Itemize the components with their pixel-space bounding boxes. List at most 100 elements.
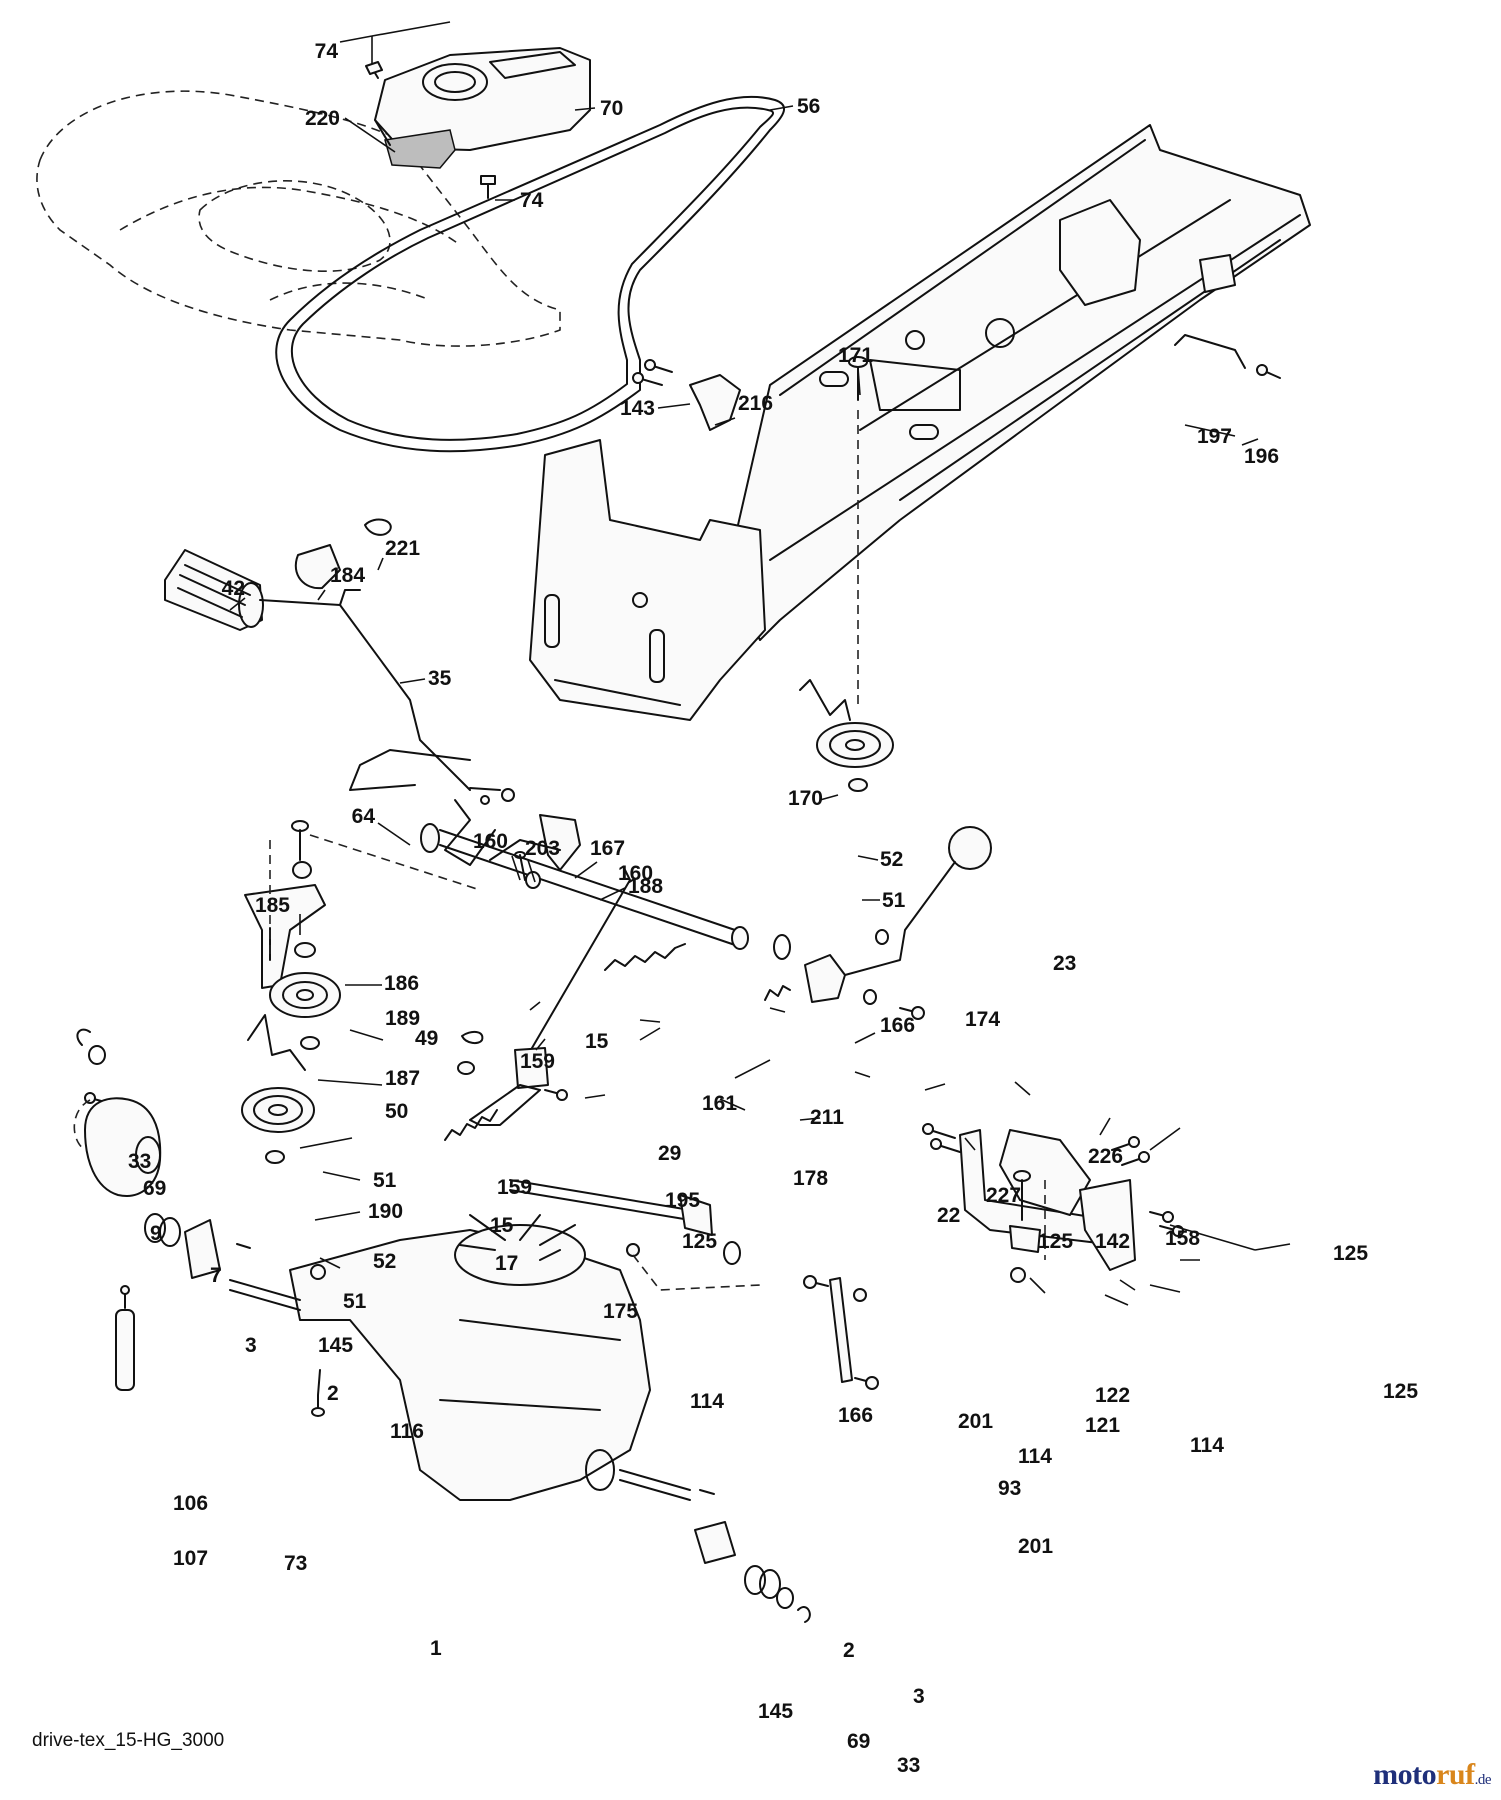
snap-ring-33-left [76,1028,91,1046]
bolt-171 [848,356,868,401]
callout-93: 93 [998,1477,1021,1500]
pedal-cap-184 [294,544,341,590]
callout-195: 195 [665,1189,700,1212]
callout-220: 220 [305,107,340,130]
nut-116 [310,1264,326,1280]
callout-175: 175 [603,1300,638,1323]
cross-shaft [420,823,749,950]
washer-15-upper [525,871,541,889]
nut-51-upper-right [848,778,868,792]
callout-50: 50 [385,1100,408,1123]
callout-51-upper-right: 51 [882,889,906,912]
bolt-125-mid [544,1089,568,1101]
rod-197 [1174,334,1281,379]
callout-184: 184 [330,564,365,587]
washers-3-right [744,1565,781,1599]
callout-159-upper: 159 [520,1050,555,1073]
callout-145-left: 145 [318,1334,353,1357]
callout-160-right: 160 [618,862,653,885]
callout-203: 203 [525,837,560,860]
callout-196: 196 [1244,445,1279,468]
callout-185: 185 [255,894,290,917]
dash-cover [374,47,591,169]
spring-178 [764,985,791,1001]
screw-74-top [365,61,383,79]
nut-114-center [626,1243,640,1257]
callout-52-lower: 52 [373,1250,396,1273]
transaxle [229,1214,691,1501]
logo-tld: .de [1474,1772,1492,1788]
bracket-216 [689,374,741,431]
drive-belt [275,95,785,453]
arm-188 [489,814,581,871]
washer-69-left [88,1045,106,1065]
key-2-left [236,1243,251,1249]
washers-3-left [144,1213,181,1247]
logo-accent: ruf [1436,1758,1475,1791]
callout-116: 116 [390,1420,424,1443]
callout-211: 211 [810,1106,844,1129]
clamp-121 [1009,1225,1041,1253]
callout-64: 64 [352,805,376,828]
callout-227: 227 [986,1184,1021,1207]
chassis-frame [529,124,1311,721]
callout-122: 122 [1095,1384,1130,1407]
callout-35: 35 [428,667,452,690]
bracket-189 [244,884,326,989]
bolts-125-left-group [922,1123,961,1153]
callout-2-left: 2 [327,1382,339,1405]
spring-17 [444,1109,498,1141]
bracket-22 [804,954,846,1003]
nut-51-lower [265,1150,285,1164]
bracket-right-end [1079,1179,1136,1271]
callout-3-right: 3 [913,1685,925,1708]
callout-51-lower: 51 [343,1290,367,1313]
link-93 [829,1277,853,1383]
callout-2-right: 2 [843,1639,855,1662]
washer-166-lower [723,1241,741,1265]
callout-186: 186 [384,972,419,995]
callout-33-right: 33 [897,1754,920,1777]
washer-15-lower [457,1061,475,1075]
callout-3-left: 3 [245,1334,257,1357]
diagram-caption: drive-tex_15-HG_3000 [32,1730,224,1751]
callout-197: 197 [1197,425,1232,448]
callout-33-left: 33 [128,1150,151,1173]
bolt-73 [311,1369,325,1417]
callout-170: 170 [788,787,823,810]
callout-106: 106 [173,1492,208,1515]
callout-114-center: 114 [690,1390,724,1413]
callout-171: 171 [838,344,873,367]
callout-51-mid: 51 [373,1169,397,1192]
callout-174: 174 [965,1008,1000,1031]
callout-42: 42 [222,577,245,600]
tube-107 [115,1309,135,1391]
pedal-pad [164,549,264,631]
callout-74-lower: 74 [520,189,544,212]
bolt-201-lower [854,1376,879,1390]
callout-188: 188 [628,875,663,898]
callout-49: 49 [415,1027,438,1050]
callout-125-b: 125 [1333,1242,1368,1265]
callout-114-bracket: 114 [1190,1434,1224,1457]
bolts-143 [632,359,673,386]
clip-221 [364,518,392,536]
bolt-185 [291,820,309,861]
key-2-right [699,1489,715,1495]
spacer-186 [292,861,312,879]
washer-174 [875,929,889,945]
callout-145-right: 145 [758,1700,793,1723]
callout-52-upper: 52 [880,848,903,871]
bolt-226 [899,1006,925,1020]
callout-187: 187 [385,1067,420,1090]
callout-labels: 74 220 70 56 74 171 143 216 197 196 42 1… [128,40,1418,1777]
callout-1: 1 [430,1637,442,1660]
callout-15-upper: 15 [585,1030,609,1053]
washer-227 [863,989,877,1005]
seat-outline [36,90,561,347]
callout-74-top: 74 [315,40,339,63]
callout-190: 190 [368,1200,403,1223]
nut-114-bracket [1010,1267,1026,1283]
bracket-145-left [184,1219,221,1279]
